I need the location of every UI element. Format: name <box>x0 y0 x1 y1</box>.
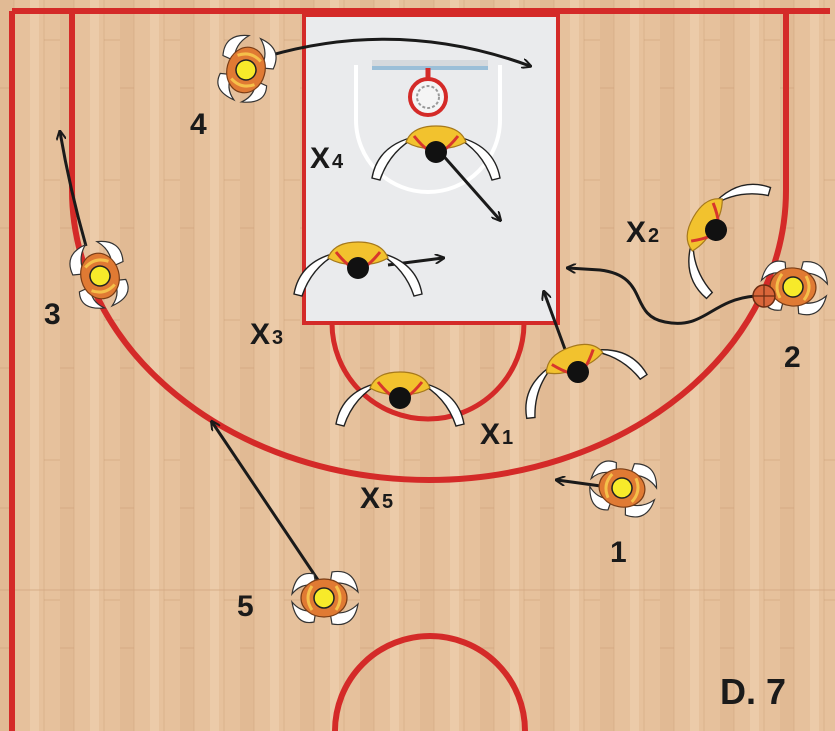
arrow-x1-move <box>544 292 568 353</box>
restricted-area-arc <box>354 65 502 194</box>
offense-label-1: 1 <box>610 536 627 569</box>
defense-label-x5-main: X <box>360 482 380 515</box>
defense-label-x4-sub: 4 <box>332 151 344 173</box>
offense-label-4: 4 <box>190 108 207 141</box>
hoop-ring <box>408 77 448 117</box>
arrow-x4-move <box>438 151 500 220</box>
arrow-2-dribble <box>568 268 756 325</box>
free-throw-circle <box>329 322 527 422</box>
arrow-5-cut <box>212 422 320 581</box>
center-circle <box>332 633 528 731</box>
defense-label-x1-sub: 1 <box>502 427 513 449</box>
arrow-4-cut <box>267 37 530 66</box>
hoop-net <box>416 85 440 109</box>
defense-label-x5-sub: 5 <box>382 491 393 513</box>
defense-label-x3-main: X <box>250 318 270 351</box>
defense-label-x2-sub: 2 <box>648 225 659 247</box>
three-point-line <box>69 11 789 483</box>
offense-label-5: 5 <box>237 590 254 623</box>
offense-label-2: 2 <box>784 341 801 374</box>
offense-label-3: 3 <box>44 298 61 331</box>
defense-label-x1-main: X <box>480 418 500 451</box>
defense-label-x4-main: X <box>310 142 330 175</box>
diagram-id-label: D. 7 <box>720 671 786 712</box>
basketball-seam <box>753 285 775 307</box>
arrow-3-cut <box>60 132 88 247</box>
defense-label-x3-sub: 3 <box>272 327 283 349</box>
defense-label-x2-main: X <box>626 216 646 249</box>
